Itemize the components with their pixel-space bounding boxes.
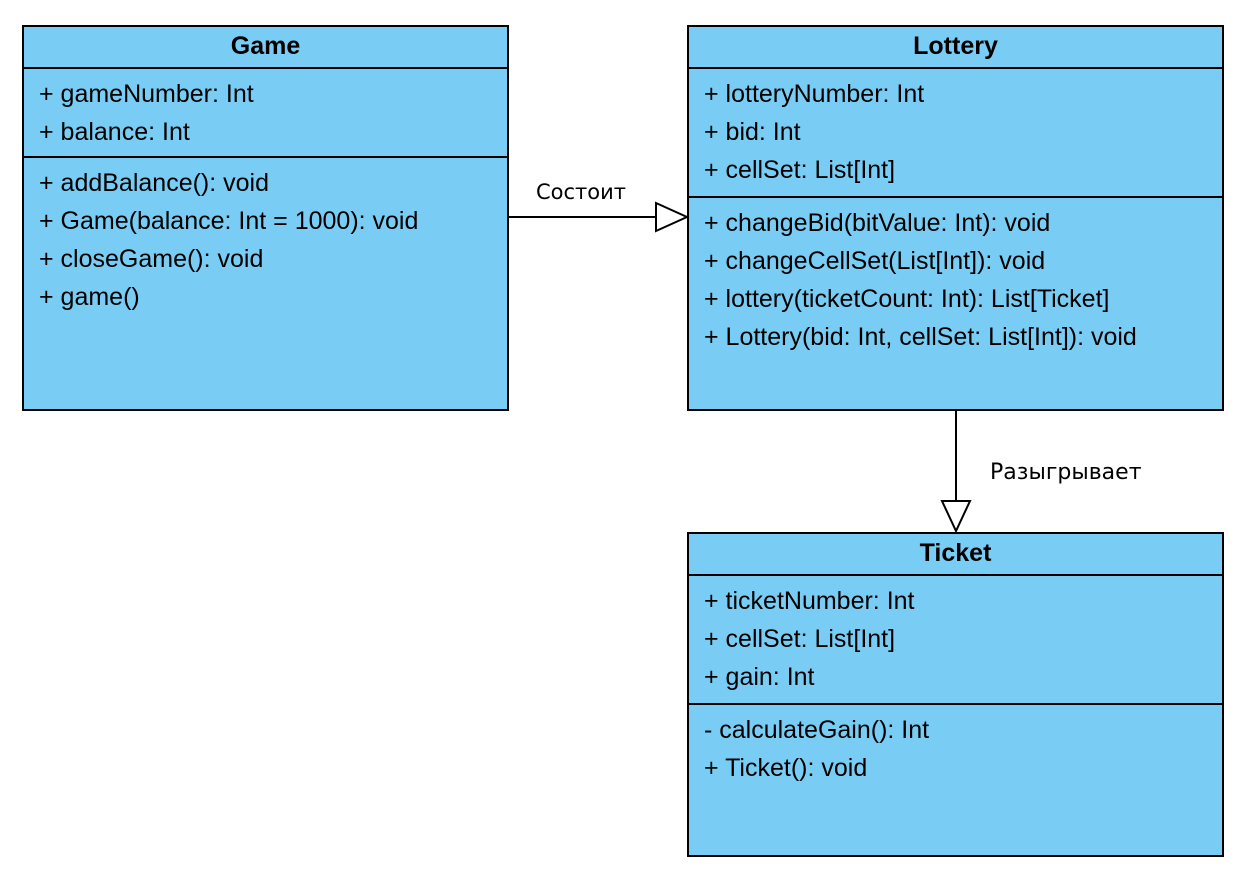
class-ticket[interactable]: Ticket + ticketNumber: Int + cellSet: Li… — [687, 532, 1224, 857]
class-lottery[interactable]: Lottery + lotteryNumber: Int + bid: Int … — [687, 25, 1224, 411]
method-change-bid: + changeBid(bitValue: Int): void — [704, 209, 1051, 237]
attribute-game-number: + gameNumber: Int — [39, 80, 254, 108]
attribute-lottery-number: + lotteryNumber: Int — [704, 80, 925, 108]
generalization-arrowhead-icon — [940, 500, 972, 534]
attribute-balance: + balance: Int — [39, 118, 190, 146]
class-game-methods: + addBalance(): void + Game(balance: Int… — [24, 158, 507, 320]
class-lottery-name: Lottery — [689, 27, 1222, 69]
relation-label-consists: Состоит — [536, 180, 627, 204]
attribute-gain: + gain: Int — [704, 663, 815, 691]
attribute-bid: + bid: Int — [704, 118, 801, 146]
attribute-cell-set: + cellSet: List[Int] — [704, 625, 896, 653]
relation-label-draws: Разыгрывает — [990, 460, 1142, 485]
method-ticket-constructor: + Ticket(): void — [704, 754, 868, 782]
class-lottery-attributes: + lotteryNumber: Int + bid: Int + cellSe… — [689, 69, 1222, 198]
method-game: + game() — [39, 283, 140, 311]
class-ticket-name: Ticket — [689, 534, 1222, 576]
method-calculate-gain: - calculateGain(): Int — [704, 716, 930, 744]
method-add-balance: + addBalance(): void — [39, 169, 270, 197]
method-close-game: + closeGame(): void — [39, 245, 264, 273]
method-game-constructor: + Game(balance: Int = 1000): void — [39, 207, 419, 235]
method-lottery: + lottery(ticketCount: Int): List[Ticket… — [704, 285, 1110, 313]
class-ticket-attributes: + ticketNumber: Int + cellSet: List[Int]… — [689, 576, 1222, 705]
attribute-ticket-number: + ticketNumber: Int — [704, 587, 915, 615]
class-lottery-methods: + changeBid(bitValue: Int): void + chang… — [689, 198, 1222, 360]
attribute-cell-set: + cellSet: List[Int] — [704, 156, 896, 184]
class-game-name: Game — [24, 27, 507, 69]
class-game-attributes: + gameNumber: Int + balance: Int — [24, 69, 507, 158]
class-ticket-methods: - calculateGain(): Int + Ticket(): void — [689, 705, 1222, 791]
method-lottery-constructor: + Lottery(bid: Int, cellSet: List[Int]):… — [704, 323, 1137, 351]
method-change-cell-set: + changeCellSet(List[Int]): void — [704, 247, 1046, 275]
class-game[interactable]: Game + gameNumber: Int + balance: Int + … — [22, 25, 509, 411]
generalization-arrowhead-icon — [655, 201, 690, 233]
